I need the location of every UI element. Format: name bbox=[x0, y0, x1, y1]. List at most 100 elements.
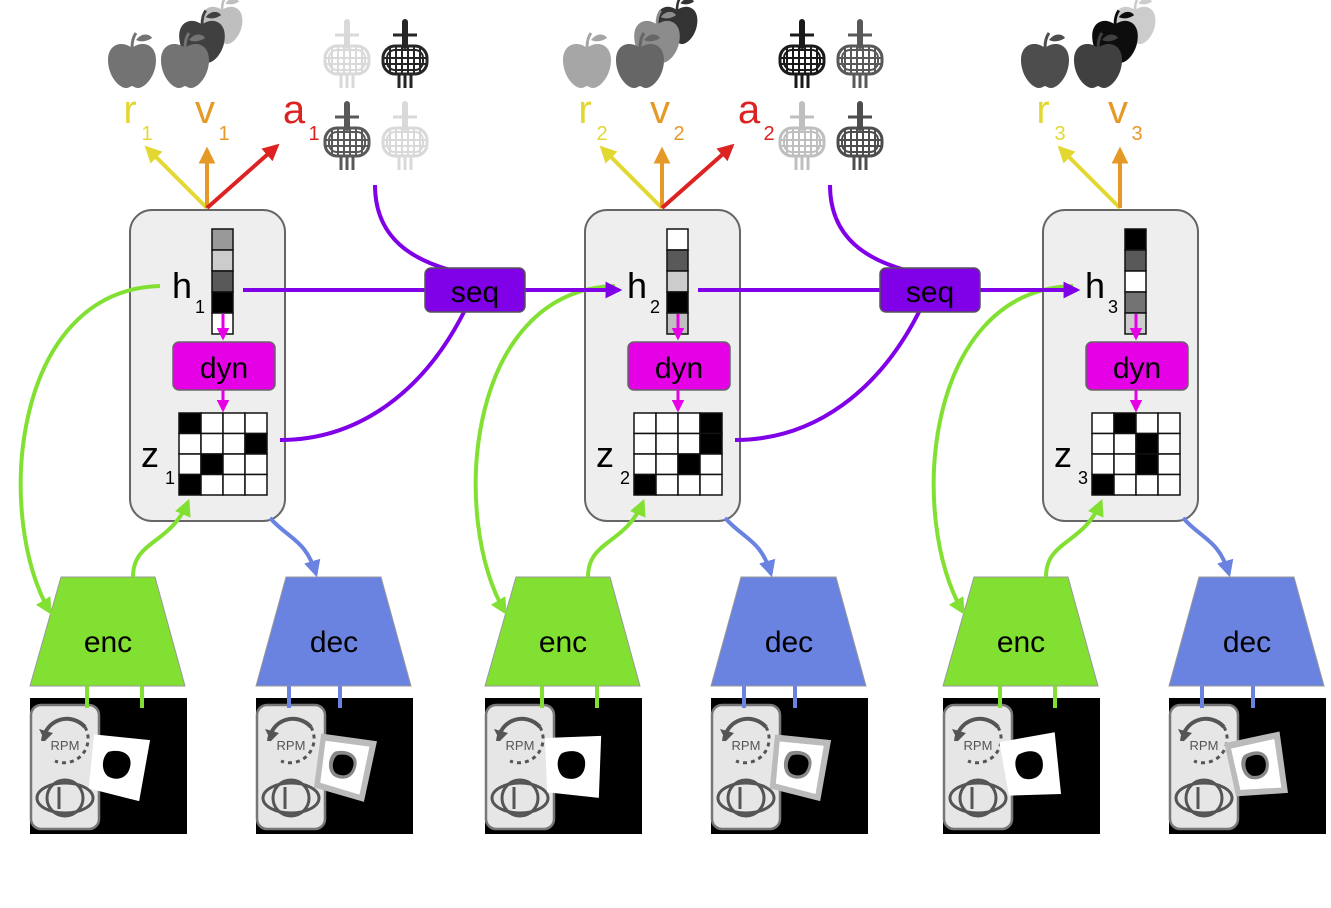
z-cell bbox=[633, 453, 657, 476]
rpm-label: RPM bbox=[964, 738, 993, 753]
rpm-label: RPM bbox=[732, 738, 761, 753]
motor-icon bbox=[836, 19, 884, 88]
z-cell bbox=[633, 412, 657, 435]
z-cell bbox=[1135, 412, 1159, 435]
encoder-label: enc bbox=[997, 626, 1045, 659]
z-cell bbox=[655, 412, 679, 435]
h-cell bbox=[211, 228, 234, 251]
motor-icon bbox=[323, 101, 371, 170]
encoder-label: enc bbox=[539, 626, 587, 659]
rpm-gauge-icon: RPM bbox=[39, 716, 90, 765]
h-subscript: 2 bbox=[650, 297, 660, 317]
motor-icon bbox=[323, 19, 371, 88]
z-cell bbox=[633, 473, 657, 496]
z-cell bbox=[677, 453, 701, 476]
digit-zero-shape bbox=[313, 733, 377, 802]
sensor-panel: RPM bbox=[484, 703, 556, 831]
reward-subscript: 3 bbox=[1054, 123, 1065, 145]
reconstructed-observation: RPM bbox=[255, 698, 413, 834]
motor-icon bbox=[778, 101, 826, 170]
action-subscript: 1 bbox=[308, 123, 319, 145]
h-label: h bbox=[172, 265, 192, 306]
action-to-seq-line bbox=[828, 184, 906, 272]
h-to-enc-arrow bbox=[473, 284, 616, 615]
sequence-box bbox=[424, 267, 526, 313]
reconstructed-observation: RPM bbox=[710, 698, 868, 834]
z-to-seq-line bbox=[734, 309, 922, 442]
action-label: a bbox=[738, 88, 761, 132]
motor-icon bbox=[381, 19, 429, 88]
state-to-dec-arrow bbox=[268, 516, 321, 578]
reconstructed-observation: RPM bbox=[1168, 698, 1326, 834]
sequence-label: seq bbox=[451, 276, 499, 309]
h-cell bbox=[666, 270, 689, 293]
z-cell bbox=[1135, 453, 1159, 476]
encoder-block bbox=[29, 576, 186, 687]
stochastic-state-z bbox=[178, 412, 268, 496]
z-label: z bbox=[141, 434, 159, 475]
z-label: z bbox=[1054, 434, 1072, 475]
apple-icon bbox=[1021, 32, 1069, 88]
z-cell bbox=[200, 432, 224, 455]
input-observation: RPM bbox=[942, 698, 1100, 834]
encoder-block bbox=[484, 576, 641, 687]
z-cell bbox=[1157, 453, 1181, 476]
z-subscript: 3 bbox=[1078, 468, 1088, 488]
z-cell bbox=[200, 453, 224, 476]
value-label: v bbox=[1108, 88, 1128, 132]
h-label: h bbox=[627, 265, 647, 306]
z-cell bbox=[178, 432, 202, 455]
digit-zero-shape bbox=[88, 734, 151, 802]
encoder-label: enc bbox=[84, 626, 132, 659]
value-subscript: 1 bbox=[218, 123, 229, 145]
decoder-block bbox=[710, 576, 867, 687]
reward-label: r bbox=[123, 88, 136, 132]
reward-subscript: 1 bbox=[141, 123, 152, 145]
rpm-gauge-icon: RPM bbox=[265, 716, 316, 765]
action-subscript: 2 bbox=[763, 123, 774, 145]
z-cell bbox=[1135, 473, 1159, 496]
z-cell bbox=[699, 453, 723, 476]
stochastic-state-z bbox=[633, 412, 723, 496]
decoder-label: dec bbox=[765, 626, 813, 659]
gyroscope-icon bbox=[716, 778, 776, 818]
motor-icon bbox=[836, 101, 884, 170]
apple-icon bbox=[108, 32, 156, 88]
action-arrow bbox=[660, 143, 735, 210]
input-observation: RPM bbox=[29, 698, 187, 834]
z-cell bbox=[655, 453, 679, 476]
rpm-label: RPM bbox=[277, 738, 306, 753]
reward-arrow bbox=[144, 145, 209, 210]
z-cell bbox=[1135, 432, 1159, 455]
decoder-block bbox=[255, 576, 412, 687]
z-cell bbox=[178, 412, 202, 435]
rpm-gauge-icon: RPM bbox=[952, 716, 1003, 765]
z-cell bbox=[244, 432, 268, 455]
h-cell bbox=[666, 291, 689, 314]
reward-label: r bbox=[578, 88, 591, 132]
sensor-panel: RPM bbox=[1168, 703, 1240, 831]
digit-zero-shape bbox=[769, 734, 832, 802]
encoder-block bbox=[942, 576, 1099, 687]
digit-zero-shape bbox=[544, 735, 602, 798]
z-cell bbox=[677, 412, 701, 435]
dynamics-label: dyn bbox=[1113, 352, 1161, 385]
z-cell bbox=[1113, 432, 1137, 455]
z-cell bbox=[200, 412, 224, 435]
decoder-block bbox=[1168, 576, 1325, 687]
z-subscript: 2 bbox=[620, 468, 630, 488]
h-cell bbox=[666, 249, 689, 272]
h-cell bbox=[1124, 270, 1147, 293]
stochastic-state-z bbox=[1091, 412, 1181, 496]
gyroscope-icon bbox=[490, 778, 550, 818]
gyroscope-icon bbox=[1174, 778, 1234, 818]
z-cell bbox=[222, 453, 246, 476]
value-label: v bbox=[650, 88, 670, 132]
reward-arrow bbox=[599, 145, 664, 210]
sensor-panel: RPM bbox=[29, 703, 101, 831]
h-cell bbox=[211, 270, 234, 293]
z-to-seq-line bbox=[279, 309, 467, 442]
